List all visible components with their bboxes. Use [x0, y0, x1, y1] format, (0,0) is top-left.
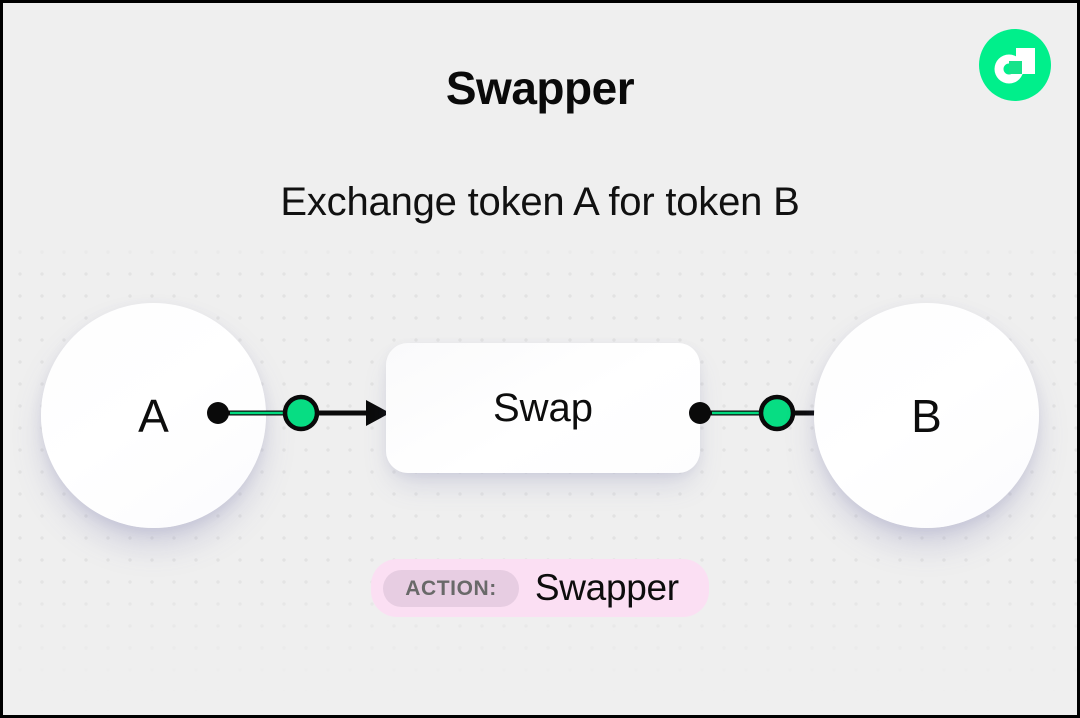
edge-arrowhead: [366, 400, 390, 426]
flow-diagram: A Swap B: [3, 303, 1077, 533]
action-badge: ACTION: Swapper: [3, 559, 1077, 617]
edge-waypoint-dot: [758, 394, 796, 432]
edge-waypoint-dot: [282, 394, 320, 432]
action-badge-pill: ACTION: Swapper: [371, 559, 709, 617]
flow-node-token-b[interactable]: B: [814, 303, 1039, 528]
page-title: Swapper: [445, 62, 635, 114]
flow-node-token-b-label: B: [911, 389, 942, 442]
edge-source-dot: [207, 402, 229, 424]
flow-node-swap[interactable]: Swap: [386, 343, 700, 473]
page-subtitle: Exchange token A for token B: [280, 180, 800, 224]
flow-node-swap-label: Swap: [492, 385, 594, 430]
flow-edge-token-a-to-swap: [206, 392, 396, 434]
flow-logo-icon: [979, 29, 1051, 101]
action-badge-label: ACTION:: [383, 569, 519, 607]
flow-node-token-a-label: A: [138, 389, 169, 442]
edge-source-dot: [689, 402, 711, 424]
action-badge-value: Swapper: [534, 567, 679, 608]
